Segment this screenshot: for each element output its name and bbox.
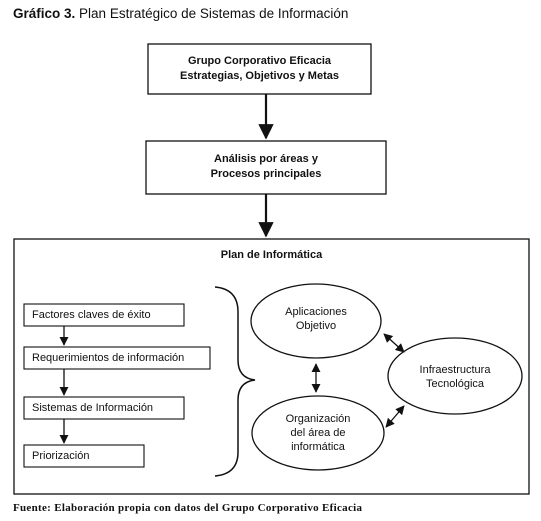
aplicaciones-ellipse (250, 283, 382, 359)
aplicaciones-line1: Aplicaciones (285, 306, 347, 318)
analisis-line2: Procesos principales (210, 168, 322, 180)
organizacion-label: Organización del área de informática (252, 412, 384, 454)
grupo-label: Grupo Corporativo Eficacia Estrategias, … (148, 54, 371, 84)
figure-title: Gráfico 3. Plan Estratégico de Sistemas … (13, 6, 348, 21)
source-note: Fuente: Elaboración propia con datos del… (13, 502, 363, 514)
factores-label: Factores claves de éxito (32, 309, 151, 321)
curly-brace (214, 286, 256, 477)
grupo-line1: Grupo Corporativo Eficacia (187, 55, 332, 67)
sistemas-label: Sistemas de Información (32, 402, 154, 414)
infraestructura-line2: Tecnológica (425, 378, 485, 390)
priorizacion-label: Priorización (32, 450, 90, 462)
factores-box (23, 303, 185, 327)
aplicaciones-label: Aplicaciones Objetivo (251, 305, 381, 333)
organizacion-line1: Organización (285, 413, 351, 425)
infraestructura-ellipse (387, 337, 523, 415)
organizacion-line3: informática (291, 441, 345, 453)
organizacion-line2: del área de (290, 427, 346, 439)
grupo-line2: Estrategias, Objetivos y Metas (180, 70, 339, 82)
analisis-box (145, 140, 387, 195)
requerimientos-label: Requerimientos de información (32, 352, 185, 364)
analisis-label: Análisis por áreas y Procesos principale… (146, 152, 386, 182)
infraestructura-line1: Infraestructura (419, 364, 491, 376)
grupo-box (147, 43, 372, 95)
sistemas-box (23, 396, 185, 420)
arrow-organizacion-infraestructura (385, 405, 405, 428)
figure-title-prefix: Gráfico 3. (13, 6, 76, 21)
organizacion-ellipse (251, 395, 385, 471)
analisis-line1: Análisis por áreas y (214, 153, 318, 165)
priorizacion-box (23, 444, 145, 468)
infraestructura-label: Infraestructura Tecnológica (388, 363, 522, 391)
plan-label: Plan de Informática (220, 249, 323, 261)
figure-title-text: Plan Estratégico de Sistemas de Informac… (79, 6, 349, 21)
requerimientos-box (23, 346, 211, 370)
aplicaciones-line2: Objetivo (295, 320, 337, 332)
arrow-aplicaciones-infraestructura (383, 333, 405, 353)
